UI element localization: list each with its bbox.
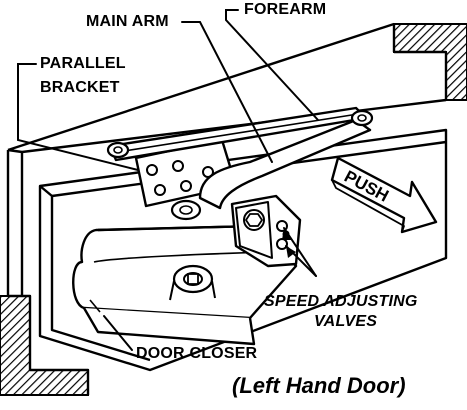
- parallel-bracket-label-line2: BRACKET: [40, 79, 120, 96]
- closer-arms: [106, 106, 374, 221]
- door-closer-label: DOOR CLOSER: [136, 345, 258, 362]
- valve-end-cap: [230, 194, 302, 268]
- leader-arrowheads: [282, 228, 296, 258]
- adjusting-nut: [169, 264, 216, 301]
- speed-adjusting-label-line2: VALVES: [314, 313, 378, 330]
- push-sign-arrow: [330, 156, 438, 234]
- caption-left-hand-door: (Left Hand Door): [232, 373, 406, 398]
- parallel-bracket-label-line1: PARALLEL: [40, 55, 126, 72]
- main-arm-label: MAIN ARM: [86, 13, 169, 30]
- forearm-label: FOREARM: [244, 1, 327, 18]
- speed-adjusting-label-line1: SPEED ADJUSTING: [264, 293, 418, 310]
